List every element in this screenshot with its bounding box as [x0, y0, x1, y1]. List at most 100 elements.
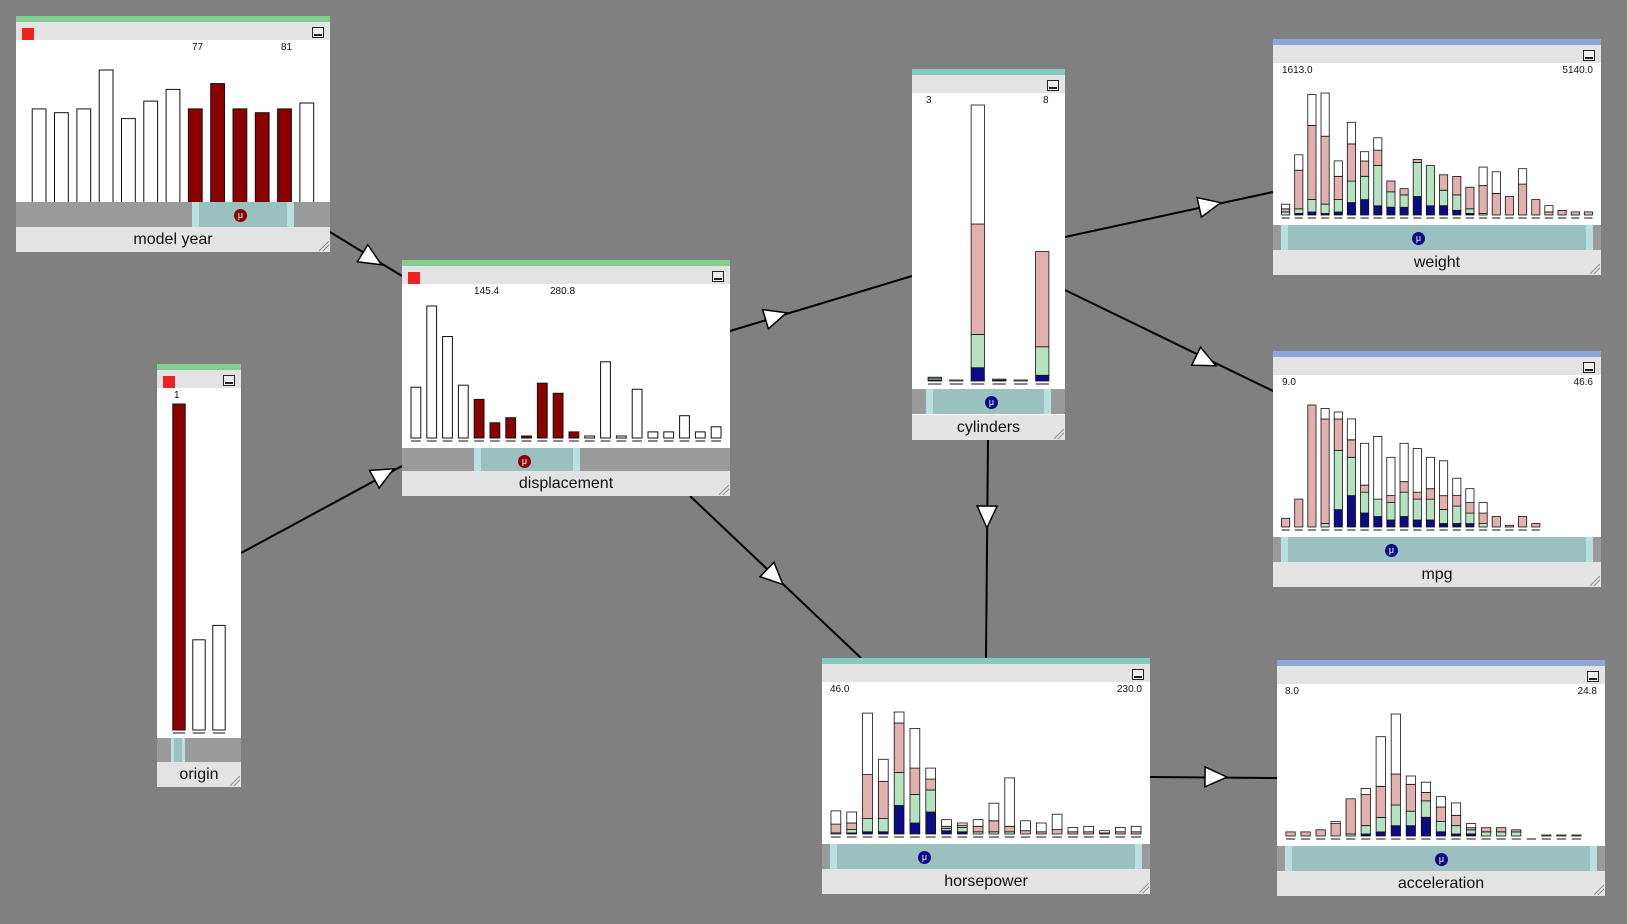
histogram-bar[interactable]	[663, 431, 675, 439]
histogram-bar-segment[interactable]	[1375, 816, 1386, 833]
resize-grip-icon[interactable]	[1590, 264, 1600, 274]
histogram-bar-segment[interactable]	[1412, 162, 1422, 197]
histogram-bar-segment[interactable]	[846, 829, 857, 834]
histogram-bar-segment[interactable]	[909, 728, 921, 769]
range-slider[interactable]: μ	[402, 448, 730, 473]
histogram-bar-segment[interactable]	[1399, 491, 1409, 517]
histogram-bar-segment[interactable]	[1425, 456, 1435, 490]
histogram-bar-segment[interactable]	[1465, 208, 1475, 214]
node-header[interactable]	[1277, 666, 1605, 684]
histogram-bar-segment[interactable]	[1333, 509, 1343, 528]
histogram-bar-segment[interactable]	[1465, 823, 1477, 829]
slider-selection[interactable]	[1281, 537, 1593, 562]
histogram-bar-segment[interactable]	[1583, 211, 1593, 216]
histogram-bar-segment[interactable]	[909, 794, 921, 824]
histogram-bar-segment[interactable]	[1412, 196, 1422, 216]
histogram-bar-segment[interactable]	[988, 802, 1000, 822]
histogram-bar-segment[interactable]	[1386, 502, 1396, 521]
resize-grip-icon[interactable]	[230, 776, 240, 786]
histogram-bar-segment[interactable]	[1399, 516, 1409, 528]
histogram-bar-segment[interactable]	[1491, 171, 1501, 194]
histogram-bar-segment[interactable]	[972, 819, 984, 827]
histogram-bar-segment[interactable]	[956, 822, 968, 826]
histogram-bar-segment[interactable]	[1405, 810, 1416, 827]
histogram-bar-segment[interactable]	[1051, 813, 1063, 830]
histogram-bar-segment[interactable]	[1346, 439, 1356, 458]
histogram-bar-segment[interactable]	[1300, 831, 1311, 837]
mean-marker-icon[interactable]: μ	[918, 851, 931, 864]
mean-marker-icon[interactable]: μ	[1435, 853, 1448, 866]
histogram-bar-segment[interactable]	[1439, 460, 1449, 497]
histogram-bar-segment[interactable]	[893, 711, 905, 724]
histogram-bar-segment[interactable]	[878, 780, 889, 819]
histogram-bar-segment[interactable]	[1425, 205, 1435, 216]
histogram-bar-segment[interactable]	[1285, 831, 1296, 837]
histogram-bar-segment[interactable]	[925, 778, 937, 791]
histogram-bar[interactable]	[536, 382, 548, 439]
histogram-bar[interactable]	[210, 83, 225, 207]
histogram-bar-segment[interactable]	[1496, 827, 1507, 833]
histogram-bar-segment[interactable]	[1420, 792, 1432, 802]
histogram-bar-segment[interactable]	[1412, 498, 1422, 521]
histogram-bar-segment[interactable]	[1294, 498, 1304, 528]
histogram-bar-segment[interactable]	[1360, 491, 1370, 514]
histogram-bar-segment[interactable]	[1051, 829, 1063, 835]
histogram-bar-segment[interactable]	[1450, 825, 1462, 835]
histogram-bar-segment[interactable]	[927, 376, 942, 379]
histogram-bar-segment[interactable]	[1399, 442, 1409, 483]
histogram-bar-segment[interactable]	[878, 758, 889, 782]
histogram-bar-segment[interactable]	[1320, 418, 1330, 524]
histogram-bar[interactable]	[299, 102, 315, 207]
histogram-bar-segment[interactable]	[1571, 834, 1582, 837]
histogram-bar[interactable]	[426, 305, 438, 439]
histogram-bar[interactable]	[600, 361, 611, 439]
histogram-bar[interactable]	[254, 112, 270, 207]
histogram-bar-segment[interactable]	[1307, 94, 1317, 126]
histogram-bar-segment[interactable]	[992, 378, 1007, 381]
node-weight[interactable]: 1613.0 5140.0 μ weight	[1273, 39, 1601, 275]
histogram-bar-segment[interactable]	[1345, 798, 1356, 835]
minimize-icon[interactable]	[1583, 50, 1595, 61]
evidence-flag-icon[interactable]	[163, 376, 175, 388]
node-header[interactable]	[1273, 45, 1601, 63]
histogram-bar-segment[interactable]	[1320, 523, 1330, 528]
histogram-bar[interactable]	[165, 88, 181, 207]
histogram-bar-segment[interactable]	[1373, 165, 1383, 207]
histogram-bar-segment[interactable]	[1346, 180, 1356, 204]
histogram[interactable]: 8.0 24.8	[1277, 684, 1605, 846]
histogram[interactable]: 9.0 46.6	[1273, 375, 1601, 535]
slider-selection[interactable]	[830, 844, 1142, 870]
histogram-bar-segment[interactable]	[1020, 830, 1031, 835]
histogram-bar[interactable]	[192, 639, 206, 731]
histogram-bar-segment[interactable]	[862, 712, 873, 776]
histogram-bar-segment[interactable]	[846, 822, 857, 830]
histogram-bar-segment[interactable]	[1478, 512, 1488, 525]
histogram-bar-segment[interactable]	[1518, 183, 1528, 216]
range-slider[interactable]: μ	[16, 202, 330, 227]
minimize-icon[interactable]	[223, 375, 235, 386]
histogram-bar-segment[interactable]	[1386, 495, 1396, 503]
histogram-bar-segment[interactable]	[1386, 519, 1396, 528]
histogram[interactable]: 145.4 280.8	[402, 284, 730, 448]
histogram-bar-segment[interactable]	[1399, 206, 1409, 216]
histogram-bar-segment[interactable]	[970, 223, 985, 335]
histogram-bar-segment[interactable]	[1375, 736, 1386, 787]
histogram-bar[interactable]	[568, 431, 580, 439]
histogram-bar[interactable]	[277, 108, 292, 207]
histogram-bar-segment[interactable]	[1281, 203, 1291, 210]
resize-grip-icon[interactable]	[1590, 576, 1600, 586]
histogram-bar-segment[interactable]	[1452, 505, 1462, 524]
histogram-bar-segment[interactable]	[1556, 834, 1567, 837]
node-header[interactable]	[912, 75, 1065, 93]
histogram-bar[interactable]	[410, 386, 422, 439]
histogram-bar-segment[interactable]	[1412, 159, 1422, 163]
histogram-bar-segment[interactable]	[1544, 211, 1554, 216]
histogram[interactable]: 1	[157, 388, 241, 738]
node-header[interactable]	[16, 22, 330, 40]
node-model-year[interactable]: 77 81 μ model year	[16, 16, 330, 252]
histogram-bar-segment[interactable]	[1465, 186, 1475, 210]
histogram-bar-segment[interactable]	[1320, 203, 1330, 214]
histogram-bar-segment[interactable]	[1373, 205, 1383, 216]
histogram-bar-segment[interactable]	[1307, 199, 1317, 213]
histogram-bar-segment[interactable]	[1281, 211, 1291, 216]
